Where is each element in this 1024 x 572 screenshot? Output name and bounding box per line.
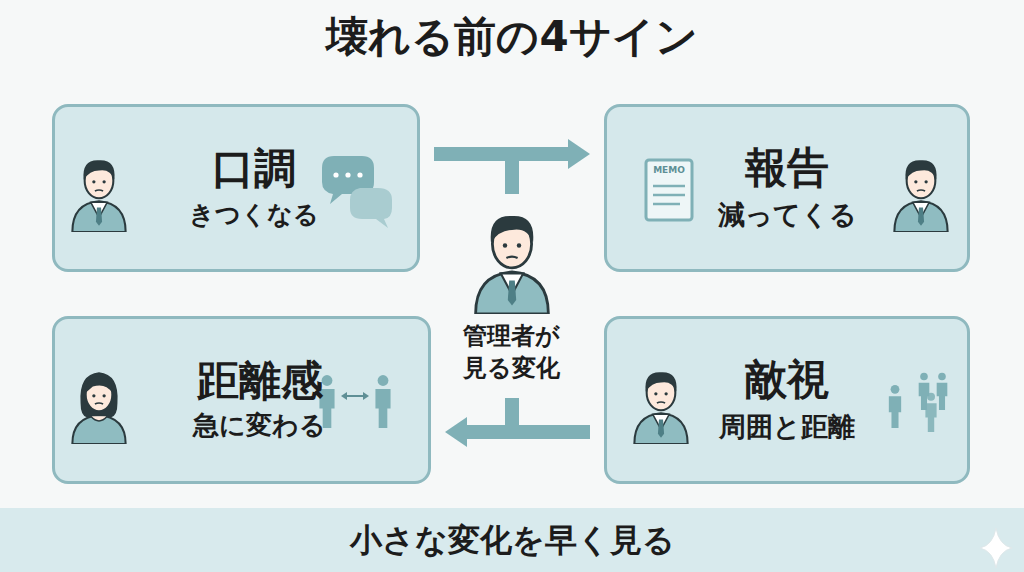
sparkle-mark [980,528,1012,568]
person-icon [72,160,125,232]
person-icon [72,372,125,444]
manager-icon [476,216,549,314]
node-body: きつくなる [189,198,319,231]
center-label: 管理者が 見る変化 [457,320,567,385]
node-heading: 小さな変化を早く見る [350,521,675,559]
node-heading: 報告 [745,144,829,192]
node-heading: 口調 [212,145,296,193]
flow-arrow [445,417,590,447]
person-icon [634,372,687,444]
chat-icon [322,156,392,228]
memo-text: MEMO [653,166,685,176]
node-body: 周囲と距離 [719,409,855,444]
diagram-title: 壊れる前の4サイン [0,12,1024,62]
node-body: 減ってくる [718,197,857,232]
distance-icon [319,375,390,428]
memo-icon [646,160,692,220]
flow-arrow [434,139,590,169]
text-area: 報告減ってくる [700,107,874,269]
person-icon [894,160,947,232]
summary-band: 小さな変化を早く見る [0,508,1024,572]
node-body: 急に変わる [193,409,326,443]
group-icon [889,373,947,432]
text-area: 口調きつくなる [184,107,324,269]
node-heading: 距離感 [197,357,323,405]
text-area: 敵視周囲と距離 [700,319,874,481]
text-area: 距離感急に変わる [184,319,335,481]
text-area: 小さな変化を早く見る [7,508,1017,572]
node-heading: 敵視 [745,356,829,404]
